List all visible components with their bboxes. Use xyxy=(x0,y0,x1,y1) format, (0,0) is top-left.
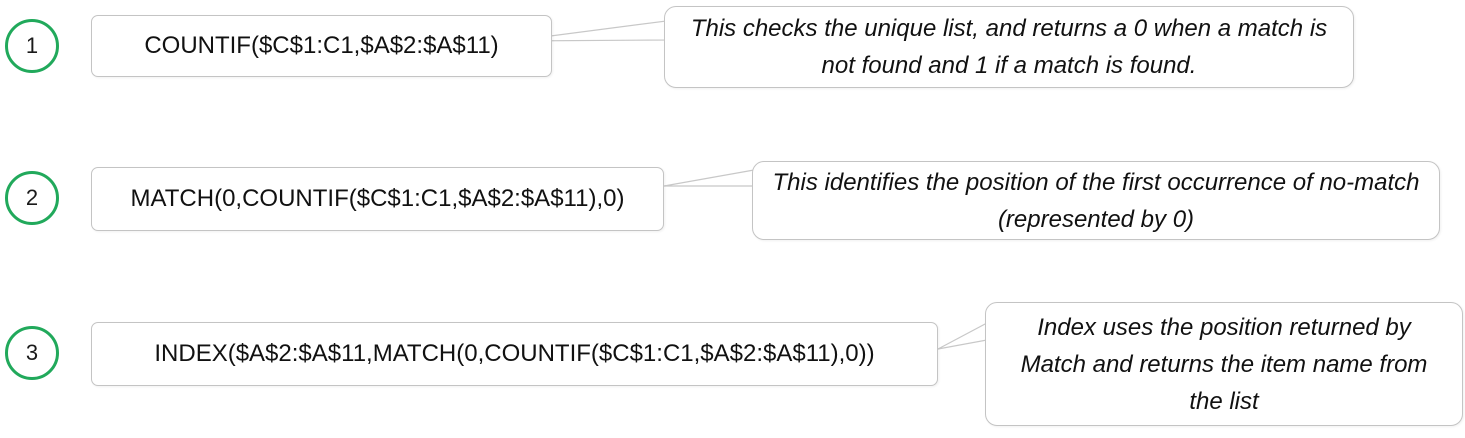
step-3-explanation-callout: Index uses the position returned by Matc… xyxy=(985,302,1463,426)
step-3-explanation: Index uses the position returned by Matc… xyxy=(1020,313,1428,415)
step-3-number: 3 xyxy=(25,340,39,365)
step-2-explanation-callout: This identifies the position of the firs… xyxy=(752,161,1440,240)
step-2-explanation: This identifies the position of the firs… xyxy=(772,168,1420,233)
step-3-formula-box: INDEX($A$2:$A$11,MATCH(0,COUNTIF($C$1:C1… xyxy=(91,322,938,386)
step-2-formula: MATCH(0,COUNTIF($C$1:C1,$A$2:$A$11),0) xyxy=(130,185,625,212)
callout-pointer-3 xyxy=(937,322,988,350)
step-1-number: 1 xyxy=(25,33,39,58)
step-1-formula-box: COUNTIF($C$1:C1,$A$2:$A$11) xyxy=(91,15,552,77)
step-3-number-circle: 3 xyxy=(5,326,59,380)
step-2-number: 2 xyxy=(25,185,39,210)
step-1-formula: COUNTIF($C$1:C1,$A$2:$A$11) xyxy=(144,32,499,59)
step-1-number-circle: 1 xyxy=(5,19,59,73)
step-3-formula: INDEX($A$2:$A$11,MATCH(0,COUNTIF($C$1:C1… xyxy=(154,340,875,367)
callout-pointer-2 xyxy=(663,169,755,187)
step-2-formula-box: MATCH(0,COUNTIF($C$1:C1,$A$2:$A$11),0) xyxy=(91,167,664,231)
step-1-explanation-callout: This checks the unique list, and returns… xyxy=(664,6,1354,88)
step-2-number-circle: 2 xyxy=(5,171,59,225)
step-1-explanation: This checks the unique list, and returns… xyxy=(690,15,1328,79)
